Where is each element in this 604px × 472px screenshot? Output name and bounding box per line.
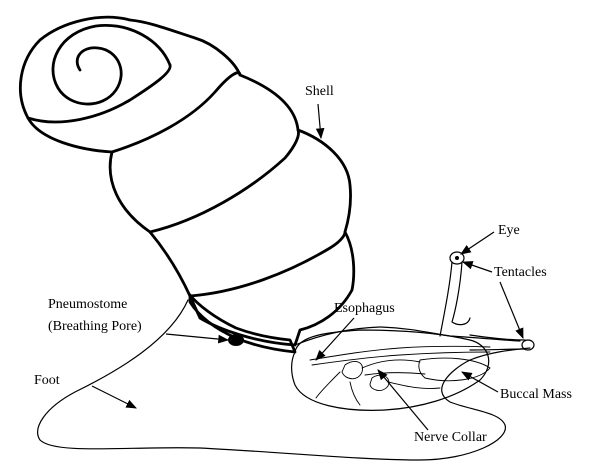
label-pneumostome-line2: (Breathing Pore) [48, 319, 142, 334]
upper-tentacle [440, 262, 470, 336]
shell-whorl-1 [112, 73, 240, 152]
head-outline [295, 327, 520, 345]
shell-whorl-2 [150, 130, 298, 232]
arrow-shell [318, 104, 321, 138]
arrow-eye [461, 232, 494, 254]
label-shell: Shell [305, 84, 334, 99]
label-buccal-mass: Buccal Mass [500, 387, 572, 402]
label-foot: Foot [34, 373, 60, 388]
label-esophagus: Esophagus [334, 301, 395, 316]
arrow-tentacles-upper [463, 262, 492, 272]
organ-region-outline [292, 330, 489, 410]
label-nerve-collar: Nerve Collar [414, 430, 487, 445]
label-eye: Eye [498, 223, 520, 238]
nerve-ganglia [342, 361, 389, 390]
lower-tentacle [470, 335, 525, 350]
shell-whorl-3 [190, 232, 345, 296]
esophagus-tube [310, 346, 490, 365]
shell-apex-spiral [53, 25, 170, 104]
nerve-lines [316, 360, 440, 405]
eye-dot [455, 256, 459, 260]
shell-outline [20, 17, 353, 345]
label-pneumostome-line1: Pneumostome [48, 297, 127, 312]
arrow-pneumostome [166, 334, 228, 340]
shell-inner-whorl [28, 65, 170, 122]
arrow-foot [92, 386, 136, 408]
arrow-tentacles-lower [500, 282, 523, 338]
arrow-nerve-collar [378, 370, 428, 430]
label-tentacles: Tentacles [494, 265, 547, 280]
